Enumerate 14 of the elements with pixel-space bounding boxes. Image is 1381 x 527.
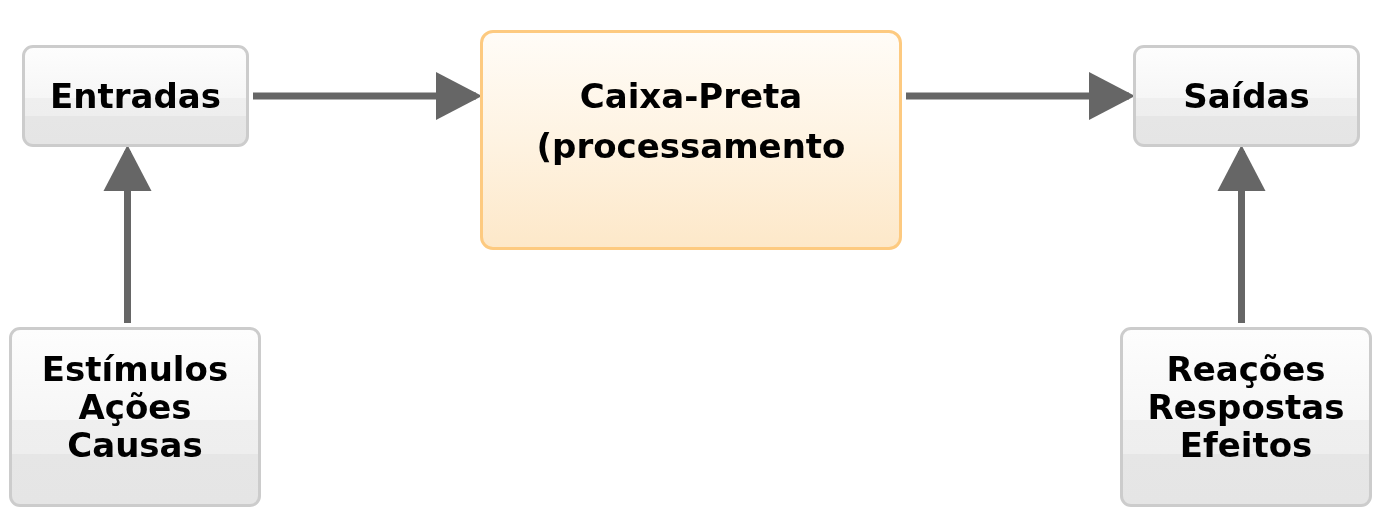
process-box (22, 45, 249, 147)
process-box (480, 30, 902, 250)
process-box (1120, 327, 1372, 507)
process-box (1133, 45, 1360, 147)
node-label: Causas (67, 426, 203, 464)
node-label: Efeitos (1179, 426, 1313, 464)
node-label: Reações (1166, 350, 1326, 388)
node-label: Entradas (50, 76, 221, 116)
process-box (9, 327, 261, 507)
node-label: Respostas (1147, 388, 1345, 426)
node-label: Estímulos (41, 350, 229, 388)
node-label: Caixa-Preta (processamento (535, 75, 847, 168)
node-label: Saídas (1183, 76, 1310, 116)
node-label: Ações (78, 388, 192, 426)
